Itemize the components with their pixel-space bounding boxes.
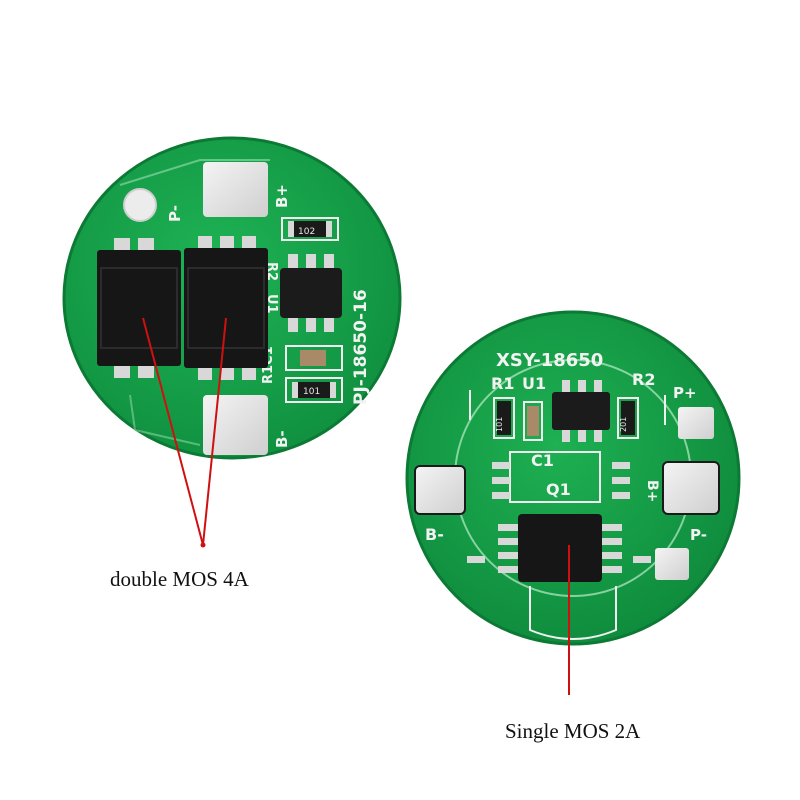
resistor-code-r2: 201 bbox=[619, 417, 628, 432]
ic-u1-right bbox=[552, 380, 610, 442]
pad-label-p-plus: P+ bbox=[673, 384, 697, 402]
resistor-code-102: 102 bbox=[298, 227, 315, 237]
caption-single-mos: Single MOS 2A bbox=[505, 719, 641, 743]
ref-label-c1: C1 bbox=[531, 451, 554, 470]
pcb-board-right: XSY-18650 R1 U1 R2 C1 Q1 P+ B+ B- P- 101 bbox=[405, 310, 741, 646]
mosfet-chip-left-2 bbox=[184, 236, 268, 380]
board-model-label-left: PJ-18650-16 bbox=[351, 289, 371, 405]
pad-label-b-minus: B- bbox=[273, 430, 291, 448]
pad-label-b-minus-right: B- bbox=[425, 525, 444, 544]
mosfet-chip-right bbox=[498, 514, 622, 582]
caption-double-mos: double MOS 4A bbox=[110, 567, 249, 591]
ref-label-u1-right: U1 bbox=[522, 374, 546, 393]
resistor-code-101: 101 bbox=[303, 387, 320, 397]
board-model-label-right: XSY-18650 bbox=[496, 350, 603, 371]
pad-label-b-plus-right: B+ bbox=[644, 480, 660, 502]
resistor-code-r1: 101 bbox=[495, 417, 504, 432]
ref-label-r2-right: R2 bbox=[632, 370, 655, 389]
pad-label-b-plus: B+ bbox=[273, 184, 291, 208]
mosfet-chip-left-1 bbox=[97, 238, 181, 378]
pad-label-p-minus: P- bbox=[166, 205, 184, 222]
ic-u1-left bbox=[280, 254, 342, 332]
pcb-board-left: P- B+ B- 102 PJ-18650-16 R2 R1C1 U1 bbox=[62, 136, 402, 460]
pointer-lines-left bbox=[142, 317, 227, 548]
ref-label-q1: Q1 bbox=[546, 480, 571, 499]
pad-label-p-minus-right: P- bbox=[690, 526, 707, 544]
ref-label-r1: R1 bbox=[491, 374, 514, 393]
